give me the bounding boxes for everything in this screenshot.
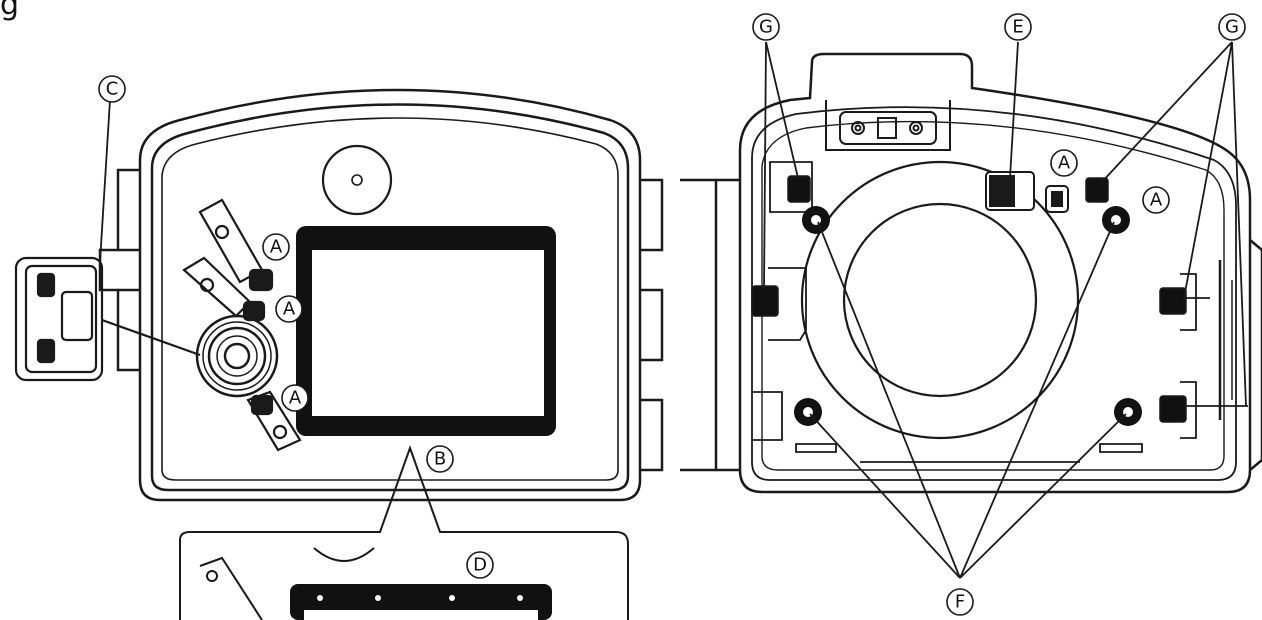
- svg-text:D: D: [473, 555, 487, 576]
- callout-a-back-mid: A: [275, 295, 303, 323]
- lens-port: [800, 160, 1080, 440]
- svg-text:G: G: [759, 17, 773, 38]
- svg-text:E: E: [1012, 17, 1023, 38]
- housing-body: [680, 52, 1262, 494]
- svg-text:G: G: [1225, 17, 1239, 38]
- clamp-g: [751, 175, 1187, 423]
- back-door: [98, 88, 664, 502]
- leader-lines: [99, 41, 1248, 579]
- callout-a-body-right: A: [1142, 186, 1170, 214]
- svg-text:A: A: [1058, 153, 1071, 174]
- callout-a-body-center: A: [1050, 149, 1078, 177]
- svg-text:A: A: [289, 388, 302, 409]
- callout-a-back-top: A: [262, 233, 290, 261]
- callout-g-right: G: [1218, 13, 1246, 41]
- svg-text:B: B: [434, 449, 446, 470]
- lever-clip: [14, 256, 201, 382]
- svg-text:A: A: [270, 237, 283, 258]
- callout-d: D: [466, 551, 494, 579]
- svg-text:F: F: [955, 592, 965, 613]
- callout-e: E: [1004, 13, 1032, 41]
- button-levers: [182, 198, 302, 452]
- svg-text:C: C: [106, 79, 119, 100]
- top-connector: [825, 100, 951, 151]
- viewfinder-port: [321, 144, 393, 216]
- callout-f: F: [946, 588, 974, 616]
- lock-module-e: [985, 171, 1069, 213]
- callout-g-left: G: [752, 13, 780, 41]
- lcd-window: [296, 226, 556, 436]
- callout-c: C: [98, 75, 126, 103]
- callout-a-back-low: A: [281, 384, 309, 412]
- rotary-knob: [195, 314, 279, 398]
- detail-panel: [179, 445, 629, 620]
- heading-fragment: g: [0, 0, 19, 22]
- svg-text:A: A: [283, 299, 296, 320]
- callout-b: B: [426, 445, 454, 473]
- svg-text:A: A: [1150, 190, 1163, 211]
